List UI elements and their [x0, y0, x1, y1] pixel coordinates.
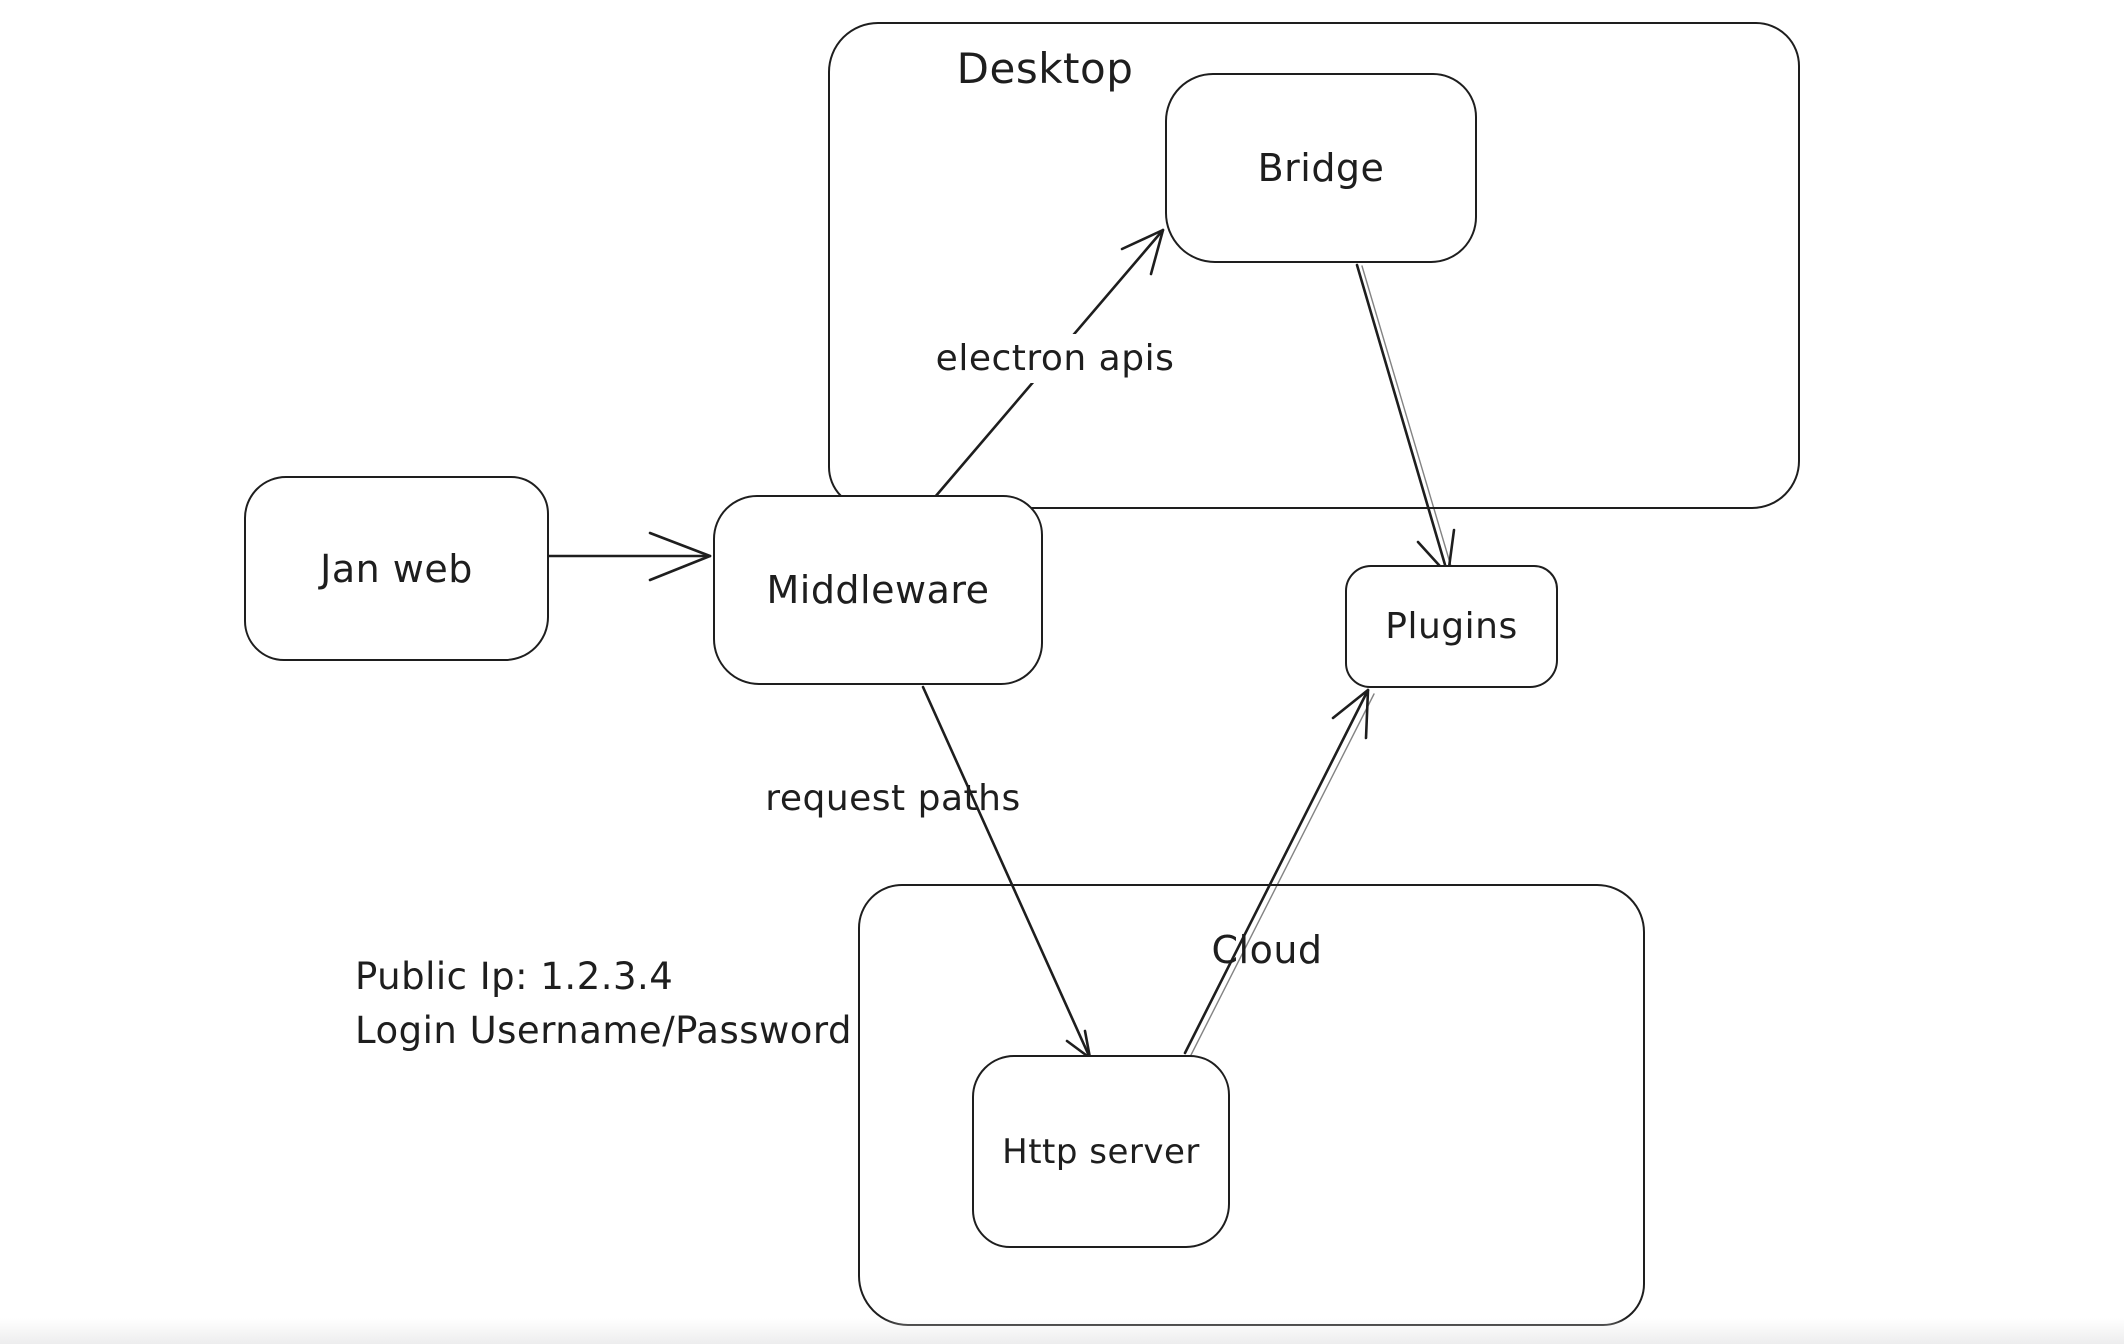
node-plugins[interactable]: Plugins	[1345, 565, 1558, 688]
note-login: Login Username/Password	[355, 1009, 852, 1052]
cloud-access-notes[interactable]: Public Ip: 1.2.3.4 Login Username/Passwo…	[355, 950, 852, 1058]
edge-label-request-paths[interactable]: request paths	[765, 778, 1021, 819]
node-jan-web[interactable]: Jan web	[244, 476, 549, 661]
node-middleware[interactable]: Middleware	[713, 495, 1043, 685]
desktop-group-label[interactable]: Desktop	[956, 44, 1134, 93]
desktop-group-container[interactable]	[828, 22, 1800, 509]
arrow-janweb-to-middleware[interactable]	[543, 531, 712, 582]
node-middleware-label: Middleware	[766, 568, 990, 612]
node-bridge[interactable]: Bridge	[1165, 73, 1477, 263]
node-plugins-label: Plugins	[1385, 606, 1518, 647]
edge-label-electron-apis[interactable]: electron apis	[925, 334, 1185, 383]
node-bridge-label: Bridge	[1257, 146, 1385, 190]
node-http-server[interactable]: Http server	[972, 1055, 1230, 1248]
note-public-ip: Public Ip: 1.2.3.4	[355, 955, 674, 998]
node-http-server-label: Http server	[1002, 1131, 1200, 1172]
node-jan-web-label: Jan web	[320, 546, 473, 591]
cloud-group-label[interactable]: Cloud	[1211, 928, 1323, 972]
